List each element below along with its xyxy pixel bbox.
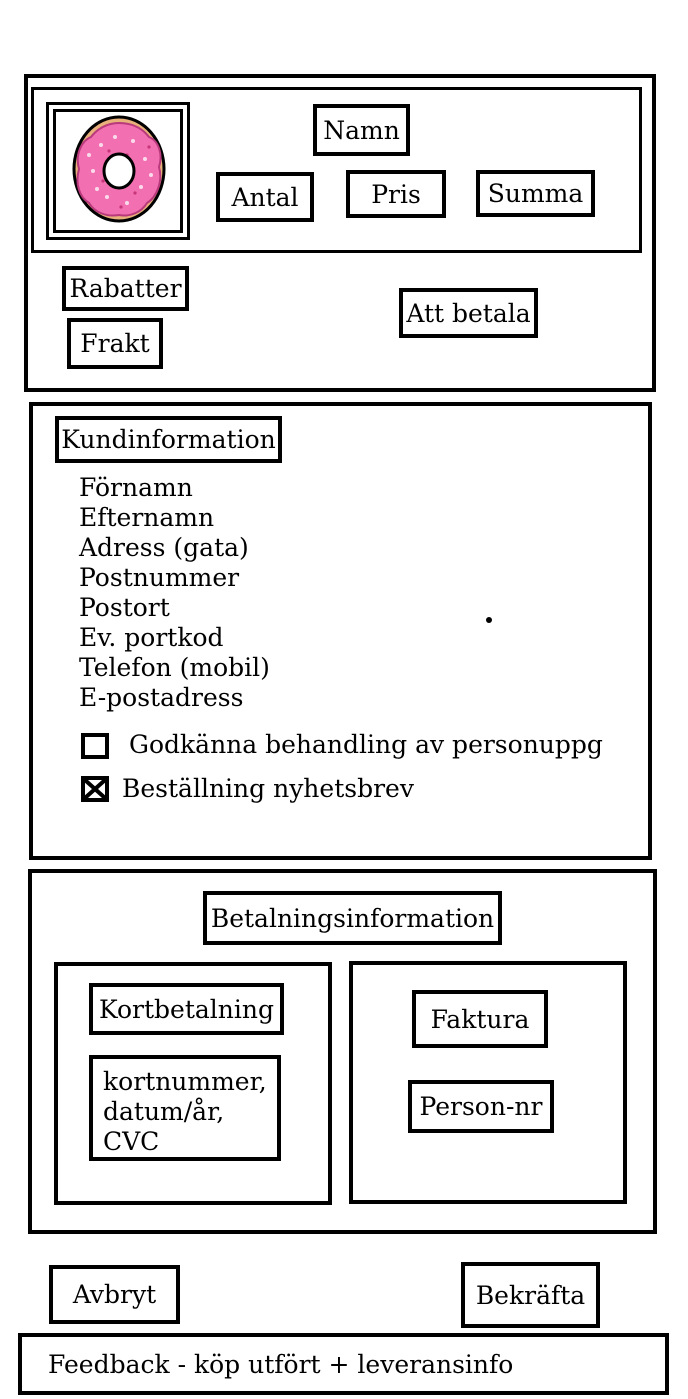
to-pay-label: Att betala: [399, 288, 538, 338]
email-field[interactable]: E-postadress: [79, 683, 244, 712]
phone-field[interactable]: Telefon (mobil): [79, 653, 270, 682]
first-name-field[interactable]: Förnamn: [79, 473, 193, 502]
cancel-button[interactable]: Avbryt: [49, 1265, 180, 1324]
name-label: Namn: [313, 104, 410, 156]
quantity-label: Antal: [216, 172, 314, 222]
sum-label: Summa: [476, 170, 595, 217]
door-code-field[interactable]: Ev. portkod: [79, 623, 224, 652]
payment-info-title: Betalningsinformation: [203, 891, 502, 945]
card-details-input[interactable]: kortnummer, datum/år, CVC: [89, 1055, 281, 1161]
card-date-text: datum/år,: [103, 1097, 225, 1126]
price-label: Pris: [346, 170, 446, 218]
consent-label: Godkänna behandling av personuppg: [129, 730, 603, 759]
donut-icon: [72, 115, 166, 223]
consent-checkbox[interactable]: [81, 733, 109, 759]
newsletter-checkbox[interactable]: [81, 776, 109, 802]
product-image[interactable]: [46, 102, 190, 240]
postal-code-field[interactable]: Postnummer: [79, 563, 240, 592]
customer-field-list: Förnamn Efternamn Adress (gata) Postnumm…: [79, 473, 270, 713]
confirm-button[interactable]: Bekräfta: [461, 1262, 600, 1328]
invoice-title: Faktura: [412, 990, 548, 1048]
person-number-input[interactable]: Person-nr: [408, 1080, 554, 1133]
last-name-field[interactable]: Efternamn: [79, 503, 215, 532]
card-number-text: kortnummer,: [103, 1067, 267, 1096]
customer-info-title: Kundinformation: [55, 416, 282, 463]
street-address-field[interactable]: Adress (gata): [79, 533, 249, 562]
discounts-label: Rabatter: [62, 266, 189, 311]
feedback-bar: Feedback - köp utfört + leveransinfo: [18, 1333, 669, 1395]
cart-item-row: [31, 87, 642, 253]
customer-info-section: [29, 402, 652, 860]
city-field[interactable]: Postort: [79, 593, 170, 622]
stray-dot: [486, 617, 492, 623]
checkmark-x-icon: [85, 780, 105, 798]
newsletter-label: Beställning nyhetsbrev: [122, 774, 414, 803]
card-payment-title: Kortbetalning: [89, 983, 284, 1035]
shipping-label: Frakt: [67, 318, 163, 369]
card-cvc-text: CVC: [103, 1127, 160, 1156]
